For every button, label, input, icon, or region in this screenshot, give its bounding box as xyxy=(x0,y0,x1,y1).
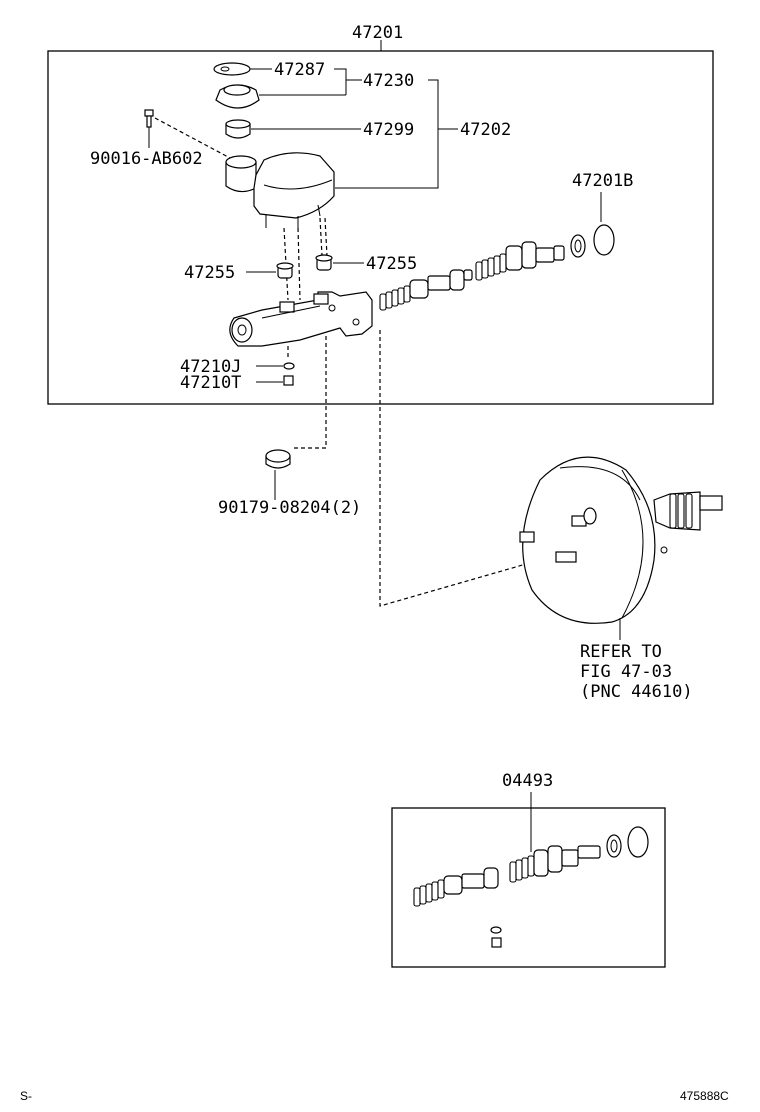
callout-47299[interactable]: 47299 xyxy=(363,120,414,140)
strainer-part xyxy=(225,119,361,139)
plug-47210T-part xyxy=(283,375,294,386)
kit-number[interactable]: 04493 xyxy=(502,771,553,791)
grommet-left-part xyxy=(276,262,294,279)
callout-47210T[interactable]: 47210T xyxy=(180,373,241,393)
callout-47202[interactable]: 47202 xyxy=(460,120,511,140)
kit-gasket-plug-part xyxy=(490,926,502,948)
reservoir-cap-part xyxy=(215,84,346,109)
callout-47255-left[interactable]: 47255 xyxy=(184,263,235,283)
footer-left: S- xyxy=(20,1089,32,1103)
kit-piston-assembly-part xyxy=(413,808,649,907)
seal-ring-part xyxy=(593,224,615,256)
kit-frame xyxy=(391,807,666,968)
booster-reference-line2[interactable]: FIG 47-03 xyxy=(580,662,672,682)
booster-reference-line1: REFER TO xyxy=(580,642,662,662)
callout-47201B[interactable]: 47201B xyxy=(572,171,633,191)
callout-90016-AB602[interactable]: 90016-AB602 xyxy=(90,149,203,169)
callout-47230[interactable]: 47230 xyxy=(363,71,414,91)
footer-right: 475888C xyxy=(680,1089,729,1103)
cap-gasket-part xyxy=(213,62,272,76)
main-assembly-number[interactable]: 47201 xyxy=(352,23,403,43)
grommet-right-part xyxy=(315,254,333,271)
callout-47255-right[interactable]: 47255 xyxy=(366,254,417,274)
gasket-47210J-part xyxy=(283,362,295,370)
secondary-piston-assembly-part xyxy=(475,234,586,281)
master-cylinder-body-part xyxy=(229,291,373,360)
primary-piston-assembly-part xyxy=(379,269,473,311)
reservoir-tank-part xyxy=(225,152,335,301)
screw-part xyxy=(144,109,231,159)
brake-booster-part xyxy=(519,456,723,640)
nut-part xyxy=(265,449,291,500)
booster-reference-line3: (PNC 44610) xyxy=(580,682,693,702)
callout-47210J[interactable]: 47210J xyxy=(180,357,241,377)
callout-47287[interactable]: 47287 xyxy=(274,60,325,80)
callout-90179-08204[interactable]: 90179-08204(2) xyxy=(218,498,361,518)
